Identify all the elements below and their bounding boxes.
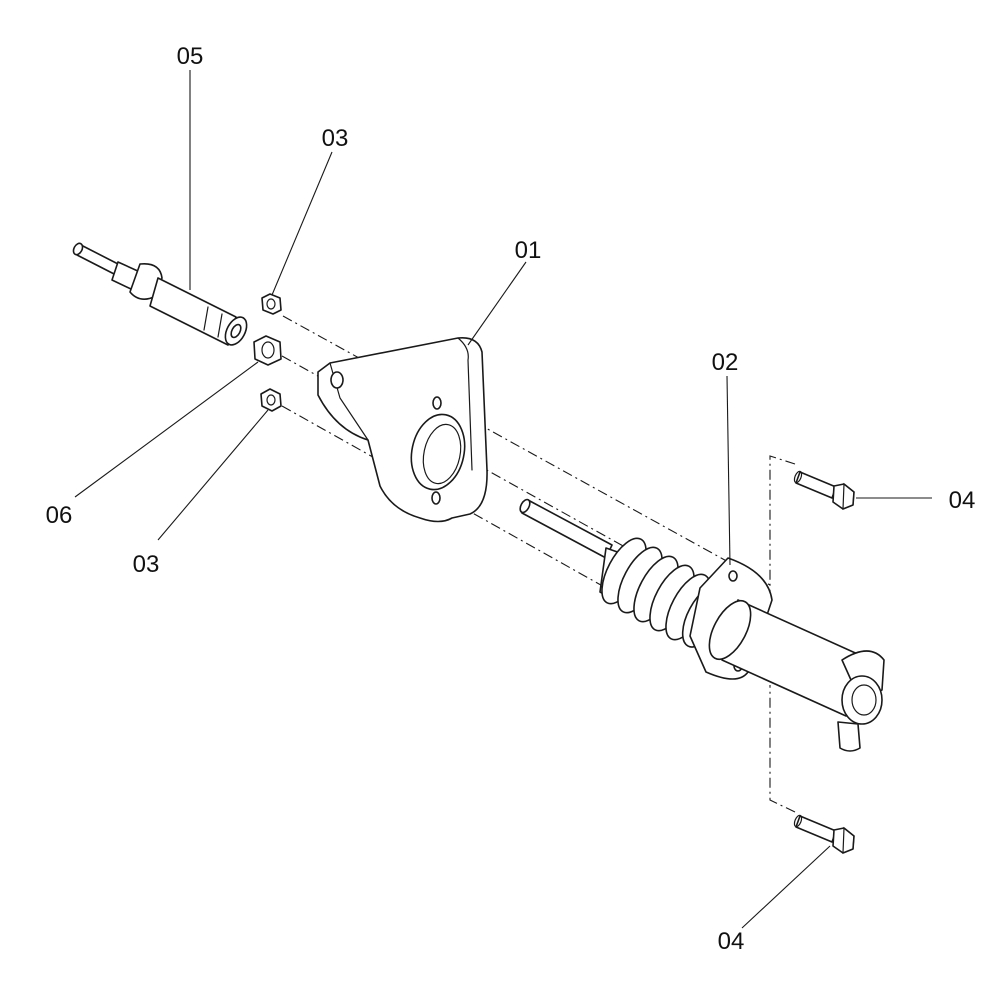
rod-end-part-05 (72, 242, 248, 346)
screw-part-04-top (793, 470, 855, 510)
callout-02: 02 (712, 349, 739, 376)
upper-screw-axis (769, 455, 796, 600)
callout-01: 01 (515, 237, 542, 264)
bracket-mount-hole (330, 371, 344, 389)
callout-03-top: 03 (322, 125, 349, 152)
leader-04-bottom (741, 845, 831, 929)
rod-end-thin-shaft (76, 243, 121, 277)
cylinder-push-rod (521, 499, 613, 559)
leader-06 (74, 361, 259, 498)
leader-03-top (271, 151, 333, 296)
callout-05: 05 (177, 43, 204, 70)
nut-part-03-bottom (260, 388, 282, 412)
leader-03-bottom (157, 409, 269, 541)
bracket-part-01 (317, 336, 488, 523)
upper-bolt-axis (282, 315, 771, 586)
callout-03-bottom: 03 (133, 551, 160, 578)
leader-lines (74, 70, 932, 929)
callout-labels: 05 03 01 02 04 06 03 04 (46, 43, 976, 955)
cylinder-part-02 (519, 498, 885, 752)
lower-screw-axis (769, 685, 796, 813)
nut-part-06 (253, 335, 282, 366)
nut-part-03-top (261, 293, 282, 315)
callout-04-bottom: 04 (718, 928, 745, 955)
cylinder-clevis-pin (837, 721, 861, 752)
rod-end-body (149, 277, 237, 346)
leader-01 (467, 261, 527, 346)
leader-02 (726, 375, 731, 566)
screw-part-04-bottom (793, 814, 855, 854)
callout-06: 06 (46, 502, 73, 529)
callout-04-top: 04 (949, 487, 976, 514)
